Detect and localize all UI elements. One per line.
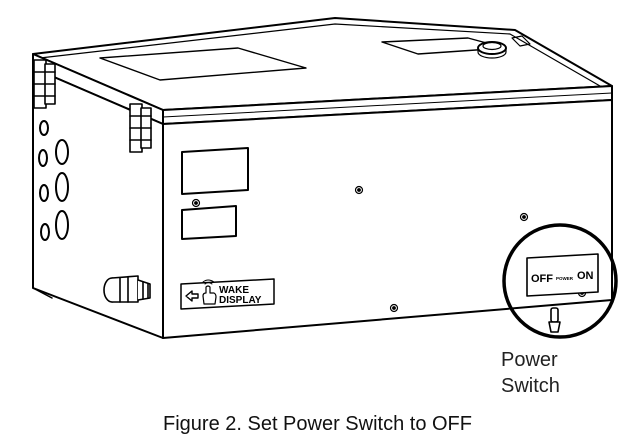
switch-power-label: POWER: [556, 276, 574, 281]
lid-panel-left: [99, 47, 307, 81]
touch-hand-icon: [202, 279, 217, 305]
side-knockouts: [38, 120, 69, 241]
switch-off-label: OFF: [531, 273, 553, 285]
figure-caption: Figure 2. Set Power Switch to OFF: [163, 413, 472, 435]
callout-circle: [502, 223, 618, 339]
wake-label-line1: WAKE: [219, 285, 249, 296]
front-window-upper: [181, 147, 249, 195]
cable-gland: [103, 275, 151, 303]
wake-label-line2: DISPLAY: [219, 295, 262, 306]
power-switch-toggle[interactable]: [548, 307, 561, 333]
callout-label-line1: Power: [501, 349, 558, 371]
front-window-lower: [181, 205, 237, 240]
switch-on-label: ON: [577, 270, 594, 282]
arrow-left-icon: [185, 290, 199, 302]
lid-knob: [477, 41, 507, 59]
power-switch-plate: OFF POWER ON: [526, 253, 599, 297]
hinge-left: [33, 59, 56, 109]
callout-label-line2: Switch: [501, 375, 560, 397]
hinge-right: [129, 103, 152, 153]
wake-display-label: WAKE DISPLAY: [180, 278, 275, 310]
